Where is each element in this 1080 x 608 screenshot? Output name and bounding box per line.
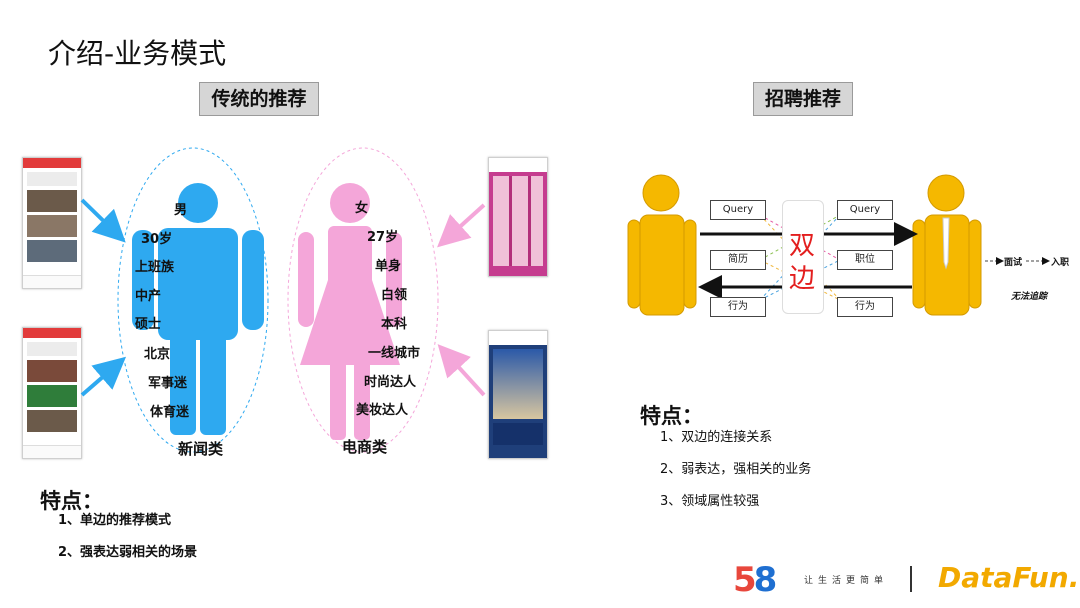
male-attr: 中产 (135, 289, 162, 304)
female-attr: 单身 (375, 259, 402, 274)
bilateral-pill (782, 200, 824, 314)
query-box-left: Query (710, 200, 766, 220)
male-attr: 军事迷 (148, 376, 188, 391)
footer-divider (910, 566, 912, 592)
ecommerce-app-screenshot-top (488, 157, 548, 277)
resume-box: 简历 (710, 250, 766, 270)
male-attr: 北京 (144, 347, 171, 362)
recruitment-features-title: 特点： (640, 404, 703, 428)
traditional-features-title: 特点： (40, 489, 103, 513)
traditional-label: 传统的推荐 (199, 82, 319, 116)
candidate-figure (627, 174, 697, 316)
behavior-box-left: 行为 (710, 297, 766, 317)
behavior-box-right: 行为 (837, 297, 893, 317)
logo-58: 5858 (733, 560, 777, 600)
male-ellipse (117, 147, 269, 453)
recruitment-feature-item: 2、弱表达，强相关的业务 (660, 462, 812, 477)
traditional-feature-item: 2、强表达弱相关的场景 (58, 545, 198, 560)
page-title: 介绍-业务模式 (48, 37, 227, 70)
employer-figure (912, 174, 982, 316)
male-attr: 体育迷 (150, 405, 190, 420)
position-box: 职位 (837, 250, 893, 270)
interview-label: 面试 (1004, 258, 1023, 268)
male-attr: 男 (174, 203, 188, 218)
ecommerce-app-screenshot-bottom (488, 330, 548, 459)
female-attr: 27岁 (367, 230, 399, 245)
onboard-label: 入职 (1051, 258, 1070, 268)
female-figure (298, 183, 402, 440)
ecommerce-caption: 电商类 (342, 438, 388, 456)
news-app-screenshot-top (22, 157, 82, 289)
recruitment-label: 招聘推荐 (753, 82, 853, 116)
male-attr: 30岁 (141, 232, 173, 247)
datafun-logo: DataFun. (938, 561, 1080, 594)
female-attr: 女 (355, 201, 369, 216)
female-attr: 白领 (381, 288, 408, 303)
traditional-feature-item: 1、单边的推荐模式 (58, 513, 172, 528)
recruitment-feature-item: 3、领域属性较强 (660, 494, 760, 509)
female-attr: 本科 (381, 317, 408, 332)
female-attr: 一线城市 (368, 346, 421, 361)
logo-slogan: 让生活更简单 (804, 576, 889, 586)
male-figure (132, 183, 264, 435)
center-char-2: 边 (789, 264, 816, 294)
female-ellipse (287, 147, 439, 453)
female-attr: 美妆达人 (356, 403, 409, 418)
untraceable-label: 无法追踪 (1011, 292, 1048, 302)
news-caption: 新闻类 (178, 440, 224, 458)
male-attr: 硕士 (135, 317, 162, 332)
male-attr: 上班族 (135, 260, 175, 275)
center-char-1: 双 (789, 231, 816, 261)
female-attr: 时尚达人 (364, 375, 417, 390)
news-app-screenshot-bottom (22, 327, 82, 459)
query-box-right: Query (837, 200, 893, 220)
recruitment-feature-item: 1、双边的连接关系 (660, 430, 773, 445)
